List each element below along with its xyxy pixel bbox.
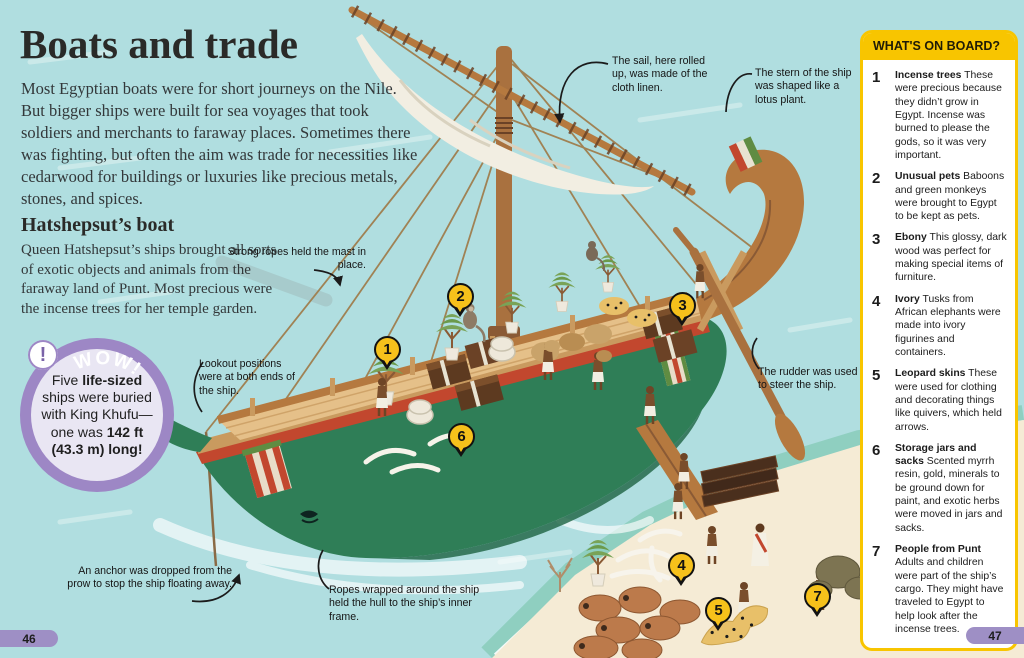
- board-item: 2 Unusual pets Baboons and green monkeys…: [872, 170, 1007, 223]
- sail-folds: [398, 79, 571, 170]
- board-item: 3 Ebony This glossy, dark wood was perfe…: [872, 231, 1007, 284]
- board-item-number: 6: [872, 441, 881, 459]
- board-item-title: Ivory: [895, 293, 920, 305]
- lookout-structure: [241, 439, 292, 499]
- callout-rudder: The rudder was used to steer the ship.: [758, 366, 858, 392]
- board-item-number: 1: [872, 69, 881, 86]
- sack-pile: [573, 586, 701, 658]
- bare-tree: [547, 557, 573, 592]
- wow-text-part: life-sized: [82, 371, 143, 388]
- whats-on-board-panel: WHAT'S ON BOARD? 1 Incense trees These w…: [860, 30, 1018, 652]
- board-item-text: Ivory Tusks from African elephants were …: [895, 293, 1007, 360]
- marker-1: 1: [374, 336, 401, 370]
- people: [374, 262, 828, 622]
- robed-figure: [751, 523, 769, 566]
- board-item-number: 3: [872, 231, 881, 249]
- monkey: [463, 303, 486, 343]
- board-item-title: Leopard skins: [895, 368, 966, 380]
- board-item-title: Storage jars and sacks: [895, 442, 977, 468]
- board-item: 4 Ivory Tusks from African elephants wer…: [872, 293, 1007, 360]
- board-item-desc: These were used for clothing and decorat…: [895, 368, 1002, 433]
- marker-3: 3: [669, 292, 696, 326]
- gangplank: [636, 420, 718, 520]
- callout-anchor: An anchor was dropped from the prow to s…: [67, 565, 232, 591]
- callout-stern: The stern of the ship was shaped like a …: [755, 67, 852, 106]
- rudder-oar: [673, 227, 806, 461]
- board-item-text: Leopard skins These were used for clothi…: [895, 367, 1007, 434]
- callout-mast-ropes: Strong ropes held the mast in place.: [227, 246, 366, 272]
- panel-title: WHAT'S ON BOARD?: [863, 33, 1015, 60]
- board-item-title: People from Punt: [895, 544, 982, 555]
- board-item-desc: Scented myrrh resin, gold, minerals to b…: [895, 456, 1003, 534]
- board-item: 7 People from Punt Adults and children w…: [872, 543, 1007, 636]
- deck-pots: [406, 336, 516, 425]
- marker-7: 7: [804, 583, 831, 617]
- mast: [488, 46, 520, 340]
- beach-tusks: [609, 528, 683, 583]
- wow-text-part: Five: [51, 371, 83, 388]
- ebony-stack: [700, 455, 780, 508]
- eye-of-horus-icon: [300, 510, 318, 518]
- panel-body: 1 Incense trees These were precious beca…: [863, 60, 1015, 648]
- board-item-number: 5: [872, 367, 881, 385]
- callout-sail: The sail, here rolled up, was made of th…: [612, 55, 708, 94]
- exclamation-icon: !: [28, 340, 58, 370]
- board-item-text: Storage jars and sacks Scented myrrh res…: [895, 442, 1007, 535]
- marker-2: 2: [447, 283, 474, 317]
- board-item-number: 4: [872, 292, 881, 310]
- board-item-desc: These were precious because they didn’t …: [895, 70, 1002, 161]
- page-number-left: 46: [0, 630, 58, 647]
- yard-spar: [348, 5, 696, 197]
- baboon: [586, 241, 606, 272]
- board-item: 1 Incense trees These were precious beca…: [872, 69, 1007, 162]
- section-body: Queen Hatshepsut’s ships brought all sor…: [21, 242, 277, 317]
- intro-paragraph: Most Egyptian boats were for short journ…: [21, 79, 418, 208]
- wow-text-part: 142 ft (43.3 m) long!: [51, 423, 144, 458]
- board-item-text: Ebony This glossy, dark wood was perfect…: [895, 231, 1007, 284]
- page-number-right: 47: [966, 627, 1024, 644]
- board-item: 5 Leopard skins These were used for clot…: [872, 367, 1007, 434]
- board-item: 6 Storage jars and sacks Scented myrrh r…: [872, 442, 1007, 535]
- background-streak: [215, 255, 333, 307]
- board-item-number: 2: [872, 170, 881, 188]
- board-item-desc: Tusks from African elephants were made i…: [895, 293, 1001, 358]
- deck-sacks: [531, 297, 657, 362]
- board-item-text: Incense trees These were precious becaus…: [895, 69, 1007, 162]
- callout-hull-ropes: Ropes wrapped around the ship held the h…: [329, 584, 480, 623]
- marker-5: 5: [705, 597, 732, 631]
- board-item-desc: This glossy, dark wood was perfect for m…: [895, 232, 1007, 284]
- page-title: Boats and trade: [20, 21, 298, 67]
- board-item-text: People from Punt Adults and children wer…: [895, 543, 1007, 636]
- section-heading: Hatshepsut’s boat: [21, 214, 175, 236]
- board-item-desc: Baboons and green monkeys were brought t…: [895, 171, 1005, 223]
- board-item-desc: Adults and children were part of the shi…: [895, 557, 1004, 635]
- board-item-text: Unusual pets Baboons and green monkeys w…: [895, 170, 1007, 223]
- wow-fact-text: Five life-sized ships were buried with K…: [36, 354, 158, 476]
- board-item-title: Incense trees: [895, 70, 962, 81]
- board-item-number: 7: [872, 543, 881, 560]
- marker-6: 6: [448, 423, 475, 457]
- marker-4: 4: [668, 552, 695, 586]
- hull-foam: [153, 516, 654, 595]
- board-item-title: Unusual pets: [895, 171, 961, 183]
- wow-fact-badge: Five life-sized ships were buried with K…: [20, 338, 174, 492]
- wow-badge-inner: [31, 349, 163, 481]
- wow-text-part: ships were buried with King Khufu—one wa…: [41, 388, 153, 440]
- board-item-title: Ebony: [895, 232, 927, 244]
- callout-lookout: Lookout positions were at both ends of t…: [199, 358, 295, 397]
- rolled-sail: [356, 34, 654, 195]
